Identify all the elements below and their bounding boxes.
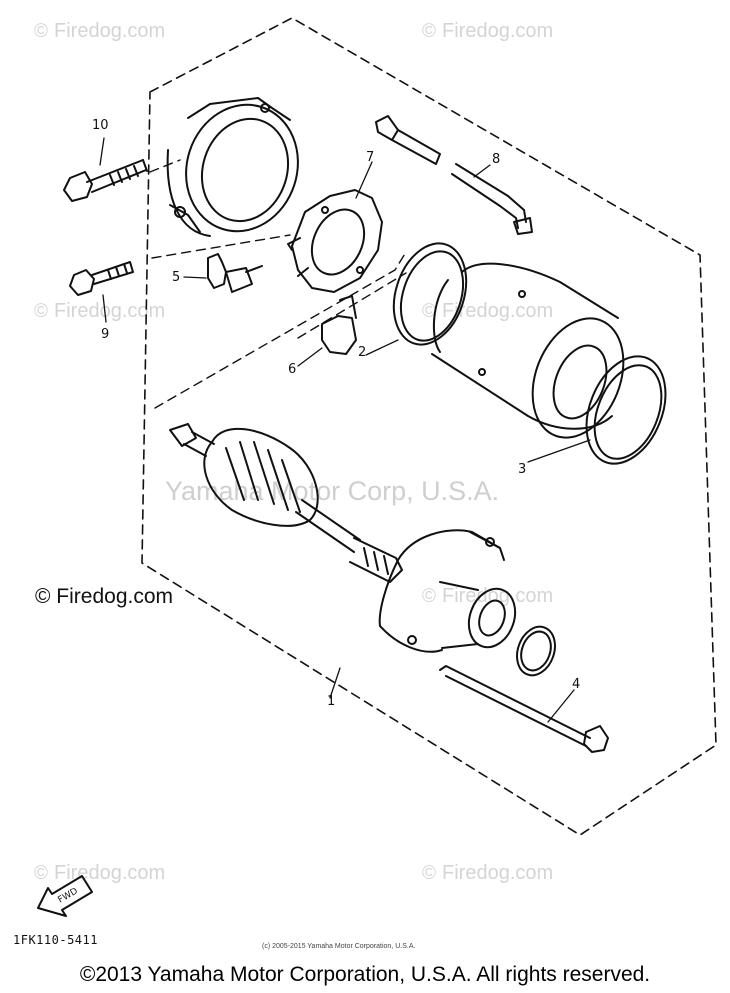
callout-7: 7 (366, 150, 375, 165)
watermark: ©Firedog.com (422, 300, 554, 322)
watermark: ©Firedog.com (34, 300, 166, 322)
footer-copyright: ©2013 Yamaha Motor Corporation, U.S.A. A… (79, 963, 651, 986)
o-ring-2 (392, 242, 468, 346)
part-code: 1FK110-5411 (13, 933, 98, 947)
watermark: ©Firedog.com (34, 862, 166, 884)
yoke-body (431, 262, 625, 439)
end-cover (378, 529, 517, 653)
brush-holder-5 (207, 253, 263, 293)
brush-plate (287, 189, 383, 293)
watermark: ©Firedog.com (422, 585, 554, 607)
callout-10: 10 (92, 118, 109, 133)
small-copyright: (c) 2005-2015 Yamaha Motor Corporation, … (262, 943, 416, 950)
bolt-upper (63, 159, 148, 202)
o-ring-small (516, 625, 556, 677)
callout-1: 1 (327, 694, 336, 709)
lead-wire (375, 115, 533, 235)
callout-4: 4 (572, 677, 581, 692)
watermark: ©Firedog.com (34, 20, 166, 42)
callout-6: 6 (288, 362, 297, 377)
watermark: ©Firedog.com (422, 862, 554, 884)
through-bolt (439, 665, 609, 753)
armature (169, 423, 403, 583)
fwd-arrow (37, 875, 93, 917)
callout-2: 2 (358, 345, 367, 360)
firedog-copyright: © Firedog.com (35, 585, 174, 608)
callout-9: 9 (101, 327, 110, 342)
watermark: ©Firedog.com (422, 20, 554, 42)
callout-5: 5 (172, 270, 181, 285)
brush-6 (321, 295, 357, 355)
front-cover (166, 97, 299, 237)
assembly-boundary (141, 17, 717, 836)
sub-boundary (154, 251, 407, 409)
bolt-lower (69, 261, 134, 296)
o-ring-3 (585, 355, 667, 465)
callout-8: 8 (492, 152, 501, 167)
callout-3: 3 (518, 462, 527, 477)
